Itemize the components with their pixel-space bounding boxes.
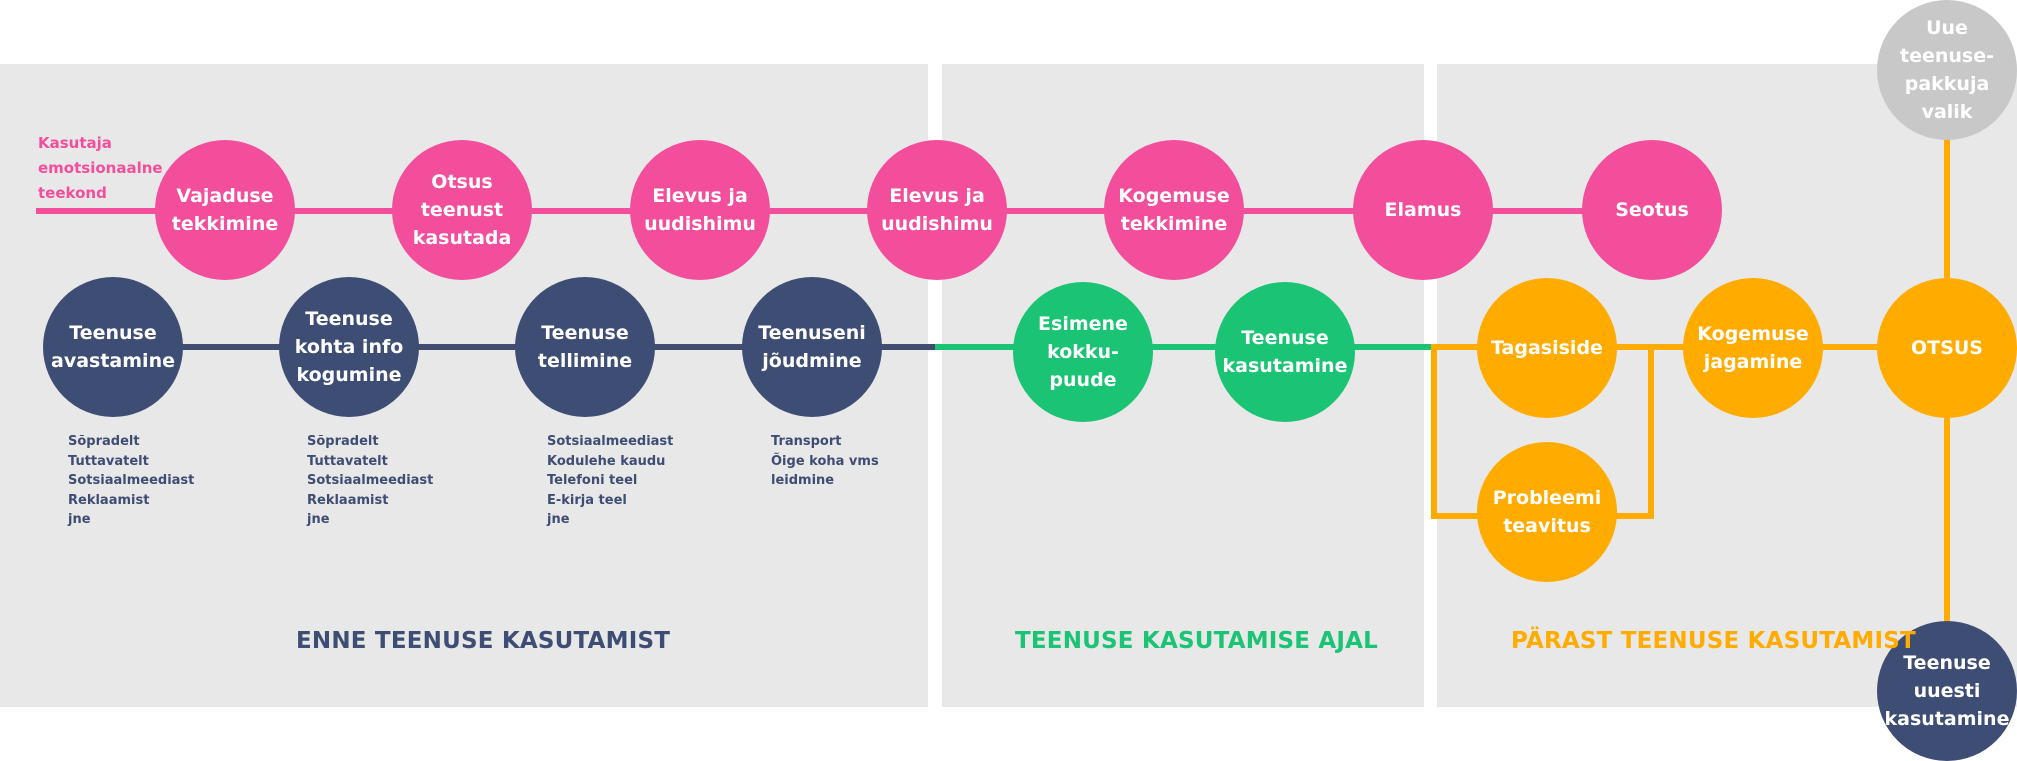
step-experience-sharing: Kogemuse jagamine [1683,278,1823,418]
option-new-provider: Uue teenuse- pakkuja valik [1877,0,2017,140]
emotion-node-delight: Elamus [1353,140,1493,280]
emotion-node-attachment: Seotus [1582,140,1722,280]
new-provider-connector [1944,115,1950,347]
step-info-gathering-details: Sõpradelt Tuttavatelt Sotsiaalmeediast R… [307,434,434,527]
step-discovery-details: Sõpradelt Tuttavatelt Sotsiaalmeediast R… [68,434,195,527]
option-reuse-service: Teenuse uuesti kasutamine [1877,621,2017,761]
step-arrival: Teenuseni jõudmine [742,277,882,417]
emotional-journey-label: Kasutaja emotsionaalne teekond [38,134,163,202]
emotion-node-experience: Kogemuse tekkimine [1104,140,1244,280]
phase-label-after: PÄRAST TEENUSE KASUTAMIST [1511,628,1916,654]
phase-label-before: ENNE TEENUSE KASUTAMIST [296,628,671,654]
step-ordering: Teenuse tellimine [515,277,655,417]
step-discovery: Teenuse avastamine [43,277,183,417]
emotion-node-decision-to-use: Otsus teenust kasutada [392,140,532,280]
emotion-line [36,208,1656,214]
step-problem-report: Probleemi teavitus [1477,442,1617,582]
reuse-connector [1944,347,1950,677]
problem-loop-left [1431,344,1437,519]
phase-label-during: TEENUSE KASUTAMISE AJAL [1015,628,1379,654]
step-ordering-details: Sotsiaalmeediast Kodulehe kaudu Telefoni… [547,434,674,527]
step-feedback: Tagasiside [1477,278,1617,418]
step-arrival-details: Transport Õige koha vms leidmine [771,434,879,488]
step-first-contact: Esimene kokku- puude [1013,282,1153,422]
during-journey-line [935,344,1432,350]
step-decision: OTSUS [1877,278,2017,418]
emotion-node-excitement-2: Elevus ja uudishimu [867,140,1007,280]
emotion-node-need: Vajaduse tekkimine [155,140,295,280]
problem-loop-right [1648,344,1654,519]
step-info-gathering: Teenuse kohta info kogumine [279,277,419,417]
step-service-use: Teenuse kasutamine [1215,282,1355,422]
emotion-node-excitement: Elevus ja uudishimu [630,140,770,280]
